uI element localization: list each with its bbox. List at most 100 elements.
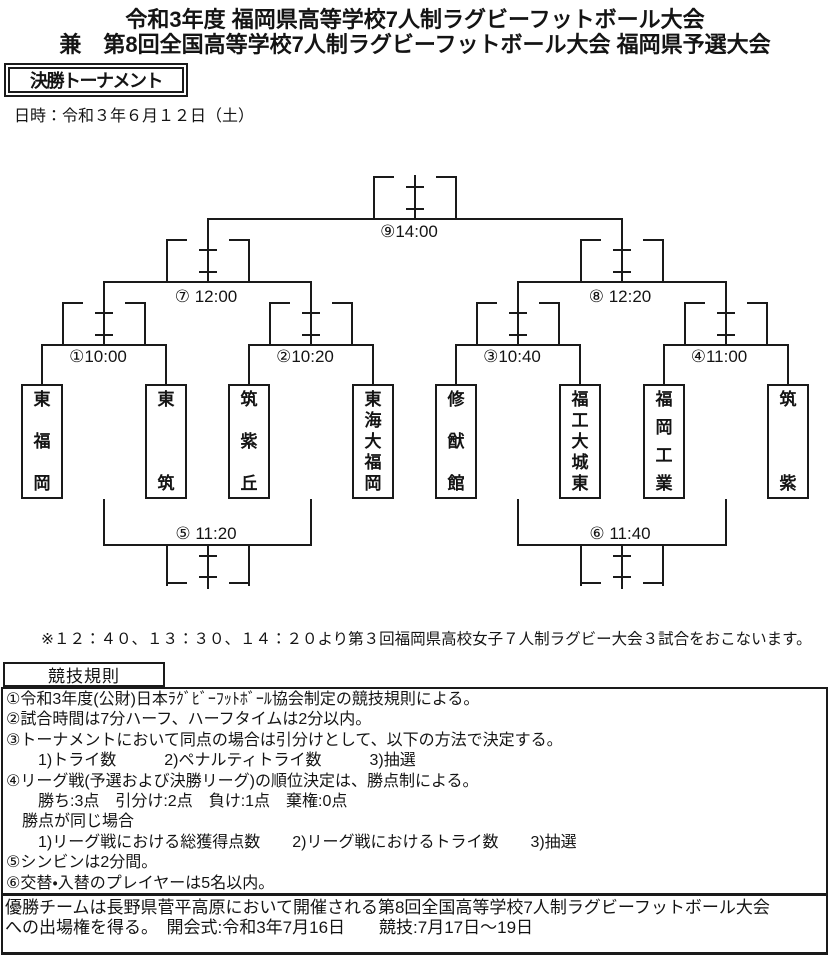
team-name-char: 丘 <box>240 474 258 493</box>
bracket-line <box>248 544 250 586</box>
rule-line-6: 勝ち:3点 引分け:2点 負け:1点 棄権:0点 <box>6 793 348 811</box>
bracket-line <box>207 544 209 589</box>
team-box-2: 東筑 <box>145 384 187 499</box>
tournament-title-line2: 兼 第8回全国高等学校7人制ラグビーフットボール大会 福岡県予選大会 <box>59 32 771 57</box>
team-name-char: 筑 <box>779 390 797 409</box>
team-name-char: 猷 <box>447 432 465 451</box>
bracket-line <box>747 302 768 304</box>
bracket-line <box>455 344 457 385</box>
bracket-line <box>509 312 527 314</box>
rule-line-3: ③トーナメントにおいて同点の場合は引分けとして、以下の方法で決定する。 <box>6 731 563 749</box>
match-label-7: ⑦ 12:00 <box>172 287 240 307</box>
team-name-char: 東 <box>364 390 382 409</box>
bracket-line <box>165 344 167 385</box>
bracket-line <box>558 302 560 346</box>
team-name-char: 東 <box>571 474 589 493</box>
team-name-char: 修 <box>447 390 465 409</box>
bracket-line <box>663 344 665 385</box>
bracket-line <box>725 499 727 546</box>
bracket-line <box>613 555 631 557</box>
bracket-line <box>269 302 271 346</box>
rule-line-8: 1)リーグ戦における総獲得点数 2)リーグ戦におけるトライ数 3)抽選 <box>6 833 577 851</box>
bracket-line <box>248 239 250 283</box>
rule-line-5: ④リーグ戦(予選および決勝リーグ)の順位決定は、勝点制による。 <box>6 772 479 790</box>
bracket-line <box>351 302 353 346</box>
bracket-line <box>662 239 664 283</box>
bracket-line <box>62 302 64 346</box>
bracket-line <box>613 576 631 578</box>
bracket-line <box>613 271 631 273</box>
bracket-line <box>684 302 705 304</box>
bracket-line <box>621 544 623 589</box>
bracket-line <box>229 582 250 584</box>
bracket-line <box>613 249 631 251</box>
bracket-line <box>580 239 582 283</box>
team-box-7: 福岡工業 <box>643 384 685 499</box>
bracket-line <box>372 344 374 385</box>
bracket-line <box>332 302 353 304</box>
team-box-1: 東福岡 <box>21 384 63 499</box>
bracket-line <box>302 312 320 314</box>
team-name-char: 東 <box>157 390 175 409</box>
bracket-line <box>144 302 146 346</box>
rule-line-1: ①令和3年度(公財)日本ﾗｸﾞﾋﾞｰﾌｯﾄﾎﾞｰﾙ協会制定の競技規則による。 <box>6 691 480 708</box>
bracket-line <box>199 271 217 273</box>
bracket-line <box>684 302 686 346</box>
qualification-line-1: 優勝チームは長野県菅平高原において開催される第8回全国高等学校7人制ラグビーフッ… <box>5 898 770 917</box>
bracket-line <box>517 499 519 546</box>
bracket-line <box>643 239 664 241</box>
match-label-6: ⑥ 11:40 <box>587 524 653 544</box>
tournament-title-line1: 令和3年度 福岡県高等学校7人制ラグビーフットボール大会 <box>125 7 705 32</box>
rule-line-2: ②試合時間は7分ハーフ、ハーフタイムは2分以内。 <box>6 711 372 729</box>
team-name-char: 大 <box>571 432 589 451</box>
bracket-line <box>95 334 113 336</box>
bracket-line <box>41 344 43 385</box>
bracket-line <box>103 499 105 546</box>
bracket-line <box>62 302 83 304</box>
team-name-char: 岡 <box>33 474 51 493</box>
bracket-line <box>166 239 168 283</box>
team-name-char: 業 <box>655 474 673 493</box>
bracket-line <box>717 334 735 336</box>
team-box-5: 修猷館 <box>435 384 477 499</box>
match-label-8: ⑧ 12:20 <box>586 287 654 307</box>
team-name-char: 筑 <box>240 390 258 409</box>
bracket-line <box>476 302 478 346</box>
team-name-char: 福 <box>364 453 382 472</box>
team-box-6: 福工大城東 <box>559 384 601 499</box>
bracket-line <box>229 239 250 241</box>
match-label-4: ④11:00 <box>688 347 750 367</box>
bracket-line <box>539 302 560 304</box>
bracket-line <box>787 344 789 385</box>
team-name-char: 福 <box>33 432 51 451</box>
final-tournament-label: 決勝トーナメント <box>8 67 184 93</box>
team-name-char: 福 <box>655 390 673 409</box>
bracket-line <box>166 239 187 241</box>
bracket-line <box>643 582 664 584</box>
bracket-line <box>125 302 146 304</box>
team-name-char: 城 <box>571 453 589 472</box>
team-name-char: 工 <box>571 411 589 430</box>
rule-line-7: 勝点が同じ場合 <box>6 813 135 831</box>
team-box-4: 東海大福岡 <box>352 384 394 499</box>
bracket-line <box>436 176 457 178</box>
bracket-line <box>166 582 187 584</box>
rules-box: ①令和3年度(公財)日本ﾗｸﾞﾋﾞｰﾌｯﾄﾎﾞｰﾙ協会制定の競技規則による。 ②試… <box>1 687 828 896</box>
final-tournament-label-box: 決勝トーナメント <box>4 63 188 97</box>
bracket-line <box>662 544 664 586</box>
bracket-line <box>717 312 735 314</box>
match-label-5: ⑤ 11:20 <box>173 524 239 544</box>
qualification-box: 優勝チームは長野県菅平高原において開催される第8回全国高等学校7人制ラグビーフッ… <box>1 896 828 955</box>
event-date: 日時：令和３年６月１２日（土） <box>14 108 255 125</box>
bracket-line <box>302 334 320 336</box>
bracket-line <box>373 176 375 220</box>
match-label-9: ⑨14:00 <box>378 222 440 242</box>
team-name-char: 東 <box>33 390 51 409</box>
match-label-3: ③10:40 <box>481 347 543 367</box>
bracket-line <box>476 302 497 304</box>
bracket-line <box>579 344 581 385</box>
womens-games-note: ※１２：４０、１３：３０、１４：２０より第３回福岡県高校女子７人制ラグビー大会３… <box>41 631 812 648</box>
team-name-char: 大 <box>364 432 382 451</box>
